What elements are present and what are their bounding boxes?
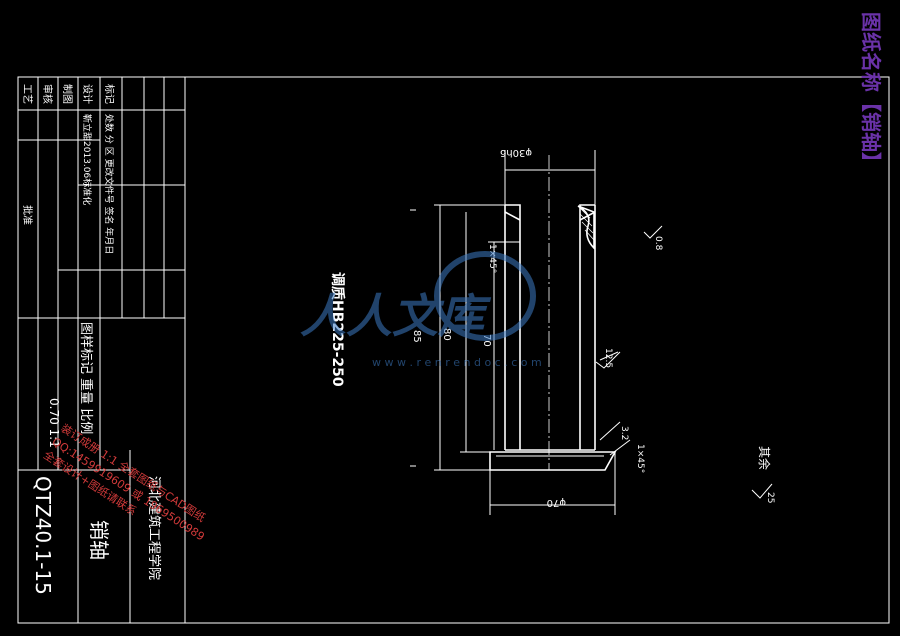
stage-label: 图样标记 重量 比例 — [78, 322, 94, 434]
school-name: 河北建筑工程学院 — [146, 476, 162, 580]
dim-top-diameter: φ30h6 — [500, 147, 532, 158]
other-roughness: 其余 25 — [751, 446, 775, 503]
row-header-biaoji: 标记 — [103, 84, 115, 104]
part-name: 销轴 — [87, 520, 111, 560]
dim-bottom-diameter: φ70 — [547, 497, 566, 508]
heat-treatment-note: 调质HB225-250 — [329, 272, 346, 387]
watermark: 人人文库 w w w . r e n r e n d o c . c o m — [300, 251, 542, 369]
title-block: 工艺 审核 制图 设计 标记 处数 分 区 更改文件号 签名 年月日 靳立甜20… — [17, 76, 186, 623]
row-header-sheji: 设计 — [81, 84, 94, 104]
dim-total-length: 85 — [411, 330, 422, 343]
row-header-shenhe: 审核 — [41, 84, 54, 104]
dim-roughness-side: 12.5 — [603, 348, 613, 368]
dim-roughness-top: 0.8 — [653, 236, 663, 251]
dim-chamfer-bottom: 1×45° — [635, 444, 645, 473]
dim-roughness-bottom: 3.2 — [619, 426, 629, 440]
svg-text:25: 25 — [765, 492, 775, 503]
watermark-url: w w w . r e n r e n d o c . c o m — [372, 356, 542, 369]
scale-value: 0.70 1:1 — [47, 398, 61, 448]
row-header-zhitu: 制图 — [61, 84, 74, 104]
svg-text:其余: 其余 — [757, 446, 772, 470]
promo-stamp: 装订成册 1:1 全套图纸与CAD图纸 QQ:1459919609 或 1969… — [41, 421, 208, 544]
svg-text:图纸名称【销轴】: 图纸名称【销轴】 — [859, 12, 883, 172]
watermark-logo-icon — [434, 251, 536, 341]
approve-label: 批准 — [21, 205, 34, 225]
svg-text:QQ:1459919609 或 1969500989: QQ:1459919609 或 1969500989 — [50, 435, 207, 543]
watermark-brand: 人人文库 — [300, 289, 492, 343]
drawing-name-banner: 图纸名称【销轴】 — [859, 12, 883, 172]
row-mark-text: 处数 分 区 更改文件号 签名 年月日 — [103, 114, 115, 254]
drawing-number: QTZ40.1-15 — [31, 476, 55, 595]
row-header-gongyi: 工艺 — [21, 84, 33, 104]
row-design-text: 靳立甜2013.06标准化 — [81, 114, 93, 205]
dim-chamfer-top: 1×45° — [487, 244, 497, 273]
dim-length-80: 80 — [441, 328, 452, 341]
